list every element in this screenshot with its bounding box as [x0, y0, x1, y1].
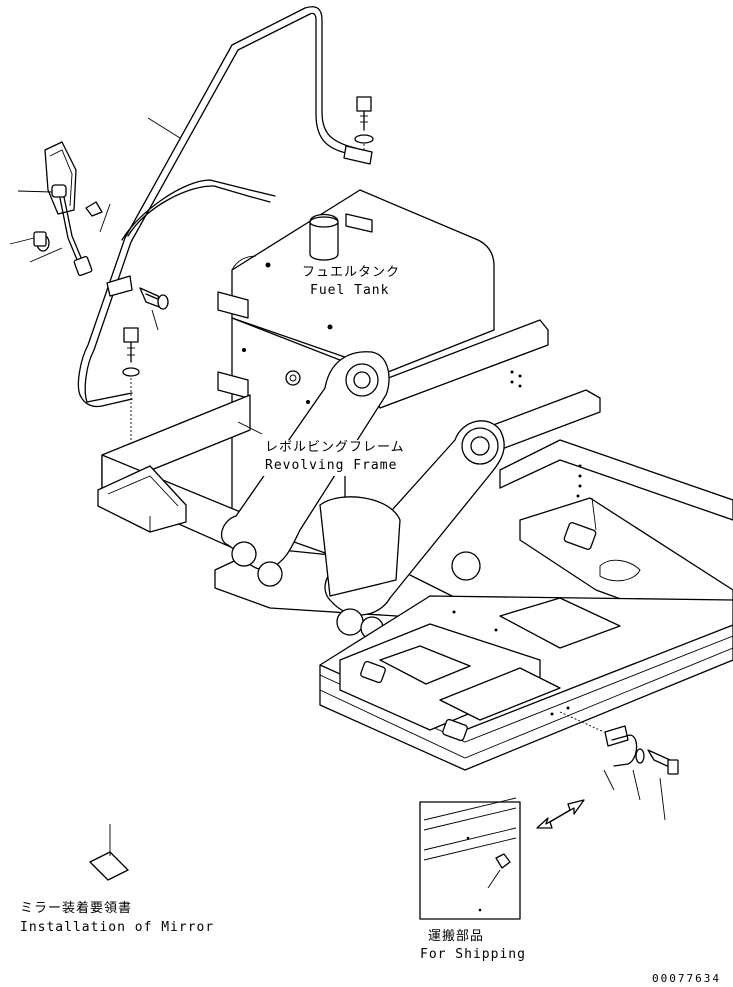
bolt-top [354, 96, 374, 152]
shipping-label-en: For Shipping [420, 947, 526, 962]
revolving-frame-label-en: Revolving Frame [265, 458, 397, 473]
mirror-label-en: Installation of Mirror [20, 920, 214, 935]
bolt-left [122, 327, 140, 440]
mirror-note-symbol [89, 824, 129, 881]
leader-deck [591, 497, 597, 531]
mirror-label-jp: ミラー装着要領書 [20, 900, 132, 916]
fuel-tank-label-jp: フュエルタンク [302, 265, 400, 280]
leader-frame [237, 421, 263, 435]
handrail [77, 6, 373, 408]
leader-handrail [147, 117, 181, 139]
mirror [33, 141, 103, 276]
bolt-clamp [139, 287, 169, 331]
shipping-inset [419, 797, 521, 920]
fuel-tank-label-en: Fuel Tank [310, 283, 389, 298]
revolving-frame [97, 319, 733, 771]
drawing-number: 00077634 [652, 972, 721, 985]
fuel-tank [217, 189, 495, 561]
mirror-leaders [9, 190, 111, 263]
double-arrow [536, 799, 585, 829]
shipping-bracket [559, 711, 679, 821]
shipping-label-jp: 運搬部品 [428, 929, 484, 944]
revolving-frame-label-jp: レボルビングフレーム [265, 440, 405, 455]
